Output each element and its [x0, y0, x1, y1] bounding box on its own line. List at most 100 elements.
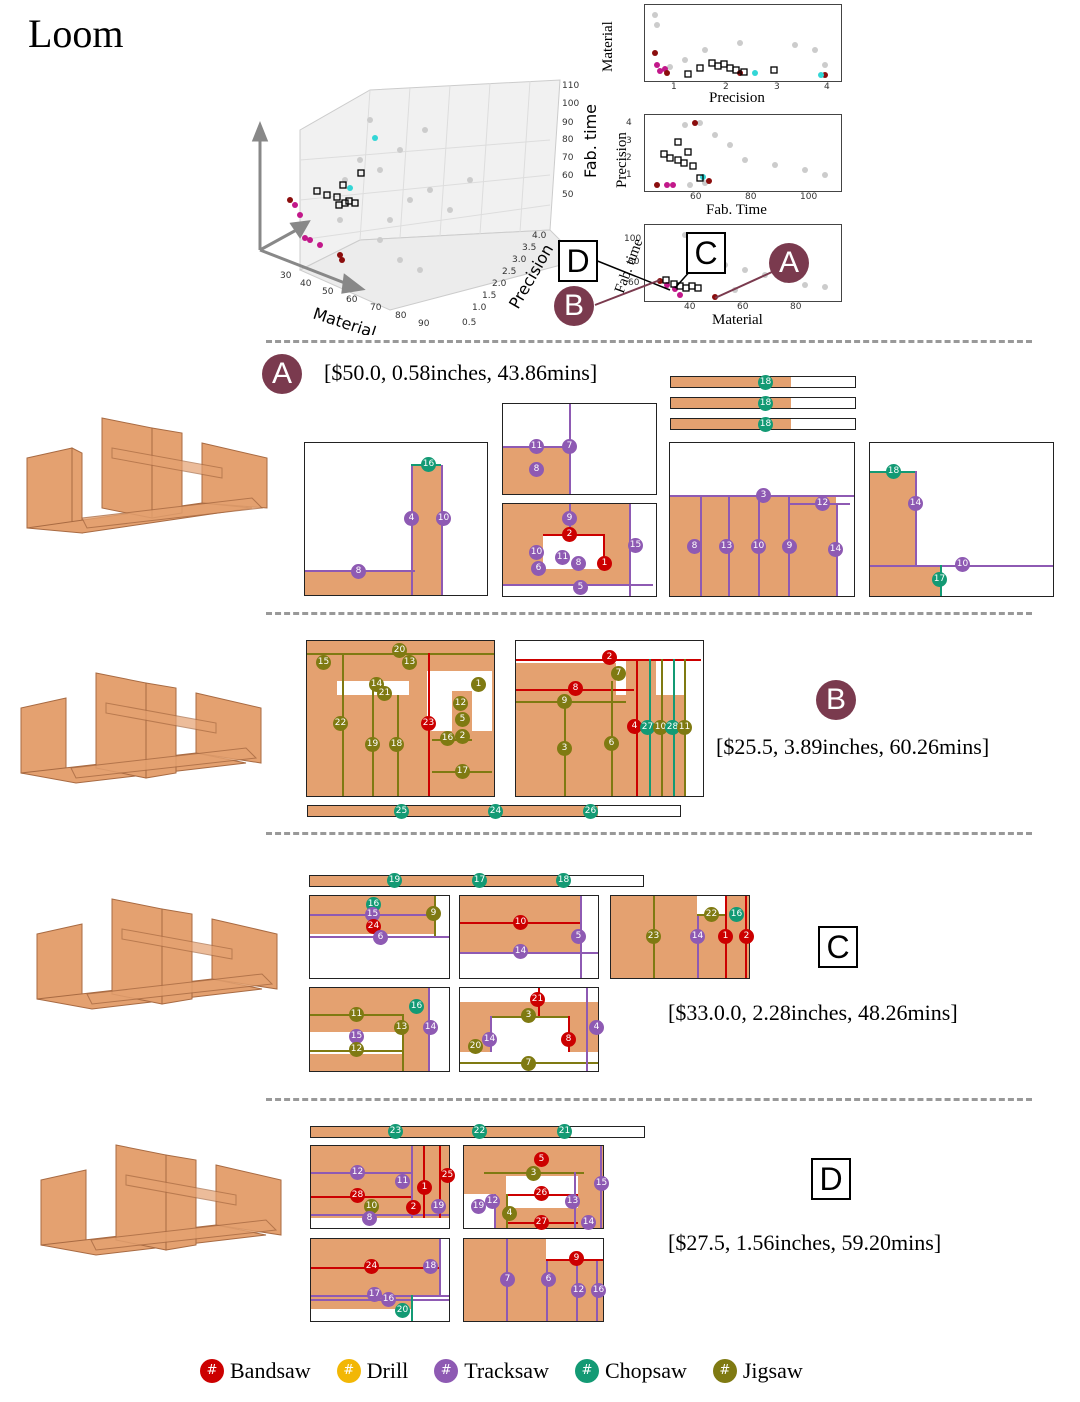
cut-marker: 8 [568, 681, 583, 696]
cut-marker: 14 [690, 929, 705, 944]
callout-D: D [558, 240, 598, 282]
cut-marker: 10 [364, 1199, 379, 1214]
drill-icon: # [336, 1359, 361, 1383]
design-d-stats: [$27.5, 1.56inches, 59.20mins] [668, 1230, 942, 1255]
cut-marker: 3 [557, 741, 572, 756]
cut-marker: 17 [367, 1287, 382, 1302]
callout-C: C [686, 232, 726, 274]
cut-marker: 20 [468, 1039, 483, 1054]
cut-marker: 8 [571, 556, 586, 571]
cut-marker: 10 [436, 511, 451, 526]
cut-marker: 19 [471, 1199, 486, 1214]
cut-marker: 23 [388, 1124, 403, 1139]
bandsaw-icon: # [200, 1359, 224, 1383]
cut-marker: 1 [417, 1180, 432, 1195]
design-d-badge: D [811, 1158, 851, 1200]
axis-label-material-x: Material [712, 312, 763, 328]
design-a-badge: A [262, 354, 302, 394]
tick-z-100: 100 [562, 99, 579, 109]
cut-marker: 18 [758, 417, 773, 432]
cut-marker: 18 [758, 396, 773, 411]
cut-marker: 21 [377, 686, 392, 701]
cut-marker: 7 [500, 1272, 515, 1287]
jigsaw-icon: # [712, 1359, 737, 1383]
cut-marker: 6 [531, 561, 546, 576]
cut-marker: 15 [316, 655, 331, 670]
cut-marker: 3 [756, 488, 771, 503]
tick-x-60: 60 [346, 295, 358, 305]
cut-marker: 10 [529, 545, 544, 560]
separator [266, 832, 1032, 835]
sheet-d4 [463, 1238, 604, 1322]
cut-marker: 12 [571, 1283, 586, 1298]
cut-marker: 12 [453, 696, 468, 711]
cut-marker: 14 [908, 496, 923, 511]
cut-marker: 22 [333, 716, 348, 731]
cut-marker: 27 [534, 1215, 549, 1230]
cut-marker: 12 [815, 496, 830, 511]
tick-x-70: 70 [370, 303, 382, 313]
cut-marker: 15 [365, 907, 380, 922]
legend-item-chopsaw: # Chopsaw [574, 1358, 687, 1384]
axis-label-material-3d: Material [311, 304, 379, 335]
tick-f60: 60 [690, 192, 702, 202]
cut-marker: 21 [530, 992, 545, 1007]
tick-p3: 3 [774, 82, 780, 92]
design-c-badge: C [818, 926, 858, 968]
cut-marker: 19 [365, 737, 380, 752]
cut-marker: 11 [529, 439, 544, 454]
sheet-a2 [502, 403, 657, 495]
callout-B: B [554, 286, 594, 326]
legend-item-bandsaw: # Bandsaw [200, 1358, 311, 1384]
cut-marker: 22 [472, 1124, 487, 1139]
loom-model-d [40, 1144, 282, 1256]
cut-marker: 15 [594, 1176, 609, 1191]
cut-marker: 8 [351, 564, 366, 579]
tick-z-60: 60 [562, 171, 574, 181]
cut-marker: 3 [521, 1008, 536, 1023]
loom-model-b [20, 672, 262, 784]
cut-marker: 26 [534, 1186, 549, 1201]
cut-marker: 17 [932, 572, 947, 587]
cut-marker: 16 [729, 907, 744, 922]
tick-y-2.0: 2.0 [492, 279, 507, 289]
cut-marker: 7 [521, 1056, 536, 1071]
cut-marker: 11 [395, 1174, 410, 1189]
cut-marker: 14 [482, 1032, 497, 1047]
cut-marker: 5 [534, 1152, 549, 1167]
axis-label-precision-y: Precision [614, 132, 630, 188]
cut-marker: 4 [589, 1020, 604, 1035]
legend-item-drill: # Drill [336, 1358, 408, 1384]
cut-marker: 25 [440, 1168, 455, 1183]
axis-label-precision-x: Precision [709, 90, 765, 106]
cut-marker: 15 [349, 1029, 364, 1044]
figure-title: Loom [28, 11, 124, 56]
tracksaw-icon: # [434, 1359, 459, 1383]
legend-item-jigsaw: # Jigsaw [712, 1358, 803, 1384]
tick-x-40: 40 [300, 279, 312, 289]
axis-label-fabtime-x: Fab. Time [706, 202, 767, 218]
loom-model-c [36, 898, 278, 1010]
cut-marker: 20 [392, 643, 407, 658]
cut-marker: 2 [406, 1200, 421, 1215]
cut-marker: 24 [488, 804, 503, 819]
tick-z-70: 70 [562, 153, 574, 163]
cut-marker: 9 [569, 1251, 584, 1266]
scatter-3d-plot: 110 100 90 80 70 60 50 30 40 50 60 70 80… [251, 79, 600, 335]
cut-marker: 1 [471, 677, 486, 692]
callout-lines [594, 259, 773, 306]
cut-marker: 7 [611, 666, 626, 681]
tick-y-3.5: 3.5 [522, 243, 536, 253]
tool-legend: # Bandsaw # Drill # Tracksaw # Chopsaw #… [200, 1358, 803, 1384]
cut-marker: 2 [739, 929, 754, 944]
separator [266, 1098, 1032, 1101]
cut-marker: 8 [529, 462, 544, 477]
cut-marker: 12 [350, 1165, 365, 1180]
cut-marker: 14 [423, 1020, 438, 1035]
tick-m60: 60 [737, 302, 749, 312]
tick-z-80: 80 [562, 135, 574, 145]
cut-marker: 12 [349, 1042, 364, 1057]
cut-marker: 16 [409, 999, 424, 1014]
cut-marker: 13 [394, 1020, 409, 1035]
tick-f60y: 60 [628, 278, 640, 288]
